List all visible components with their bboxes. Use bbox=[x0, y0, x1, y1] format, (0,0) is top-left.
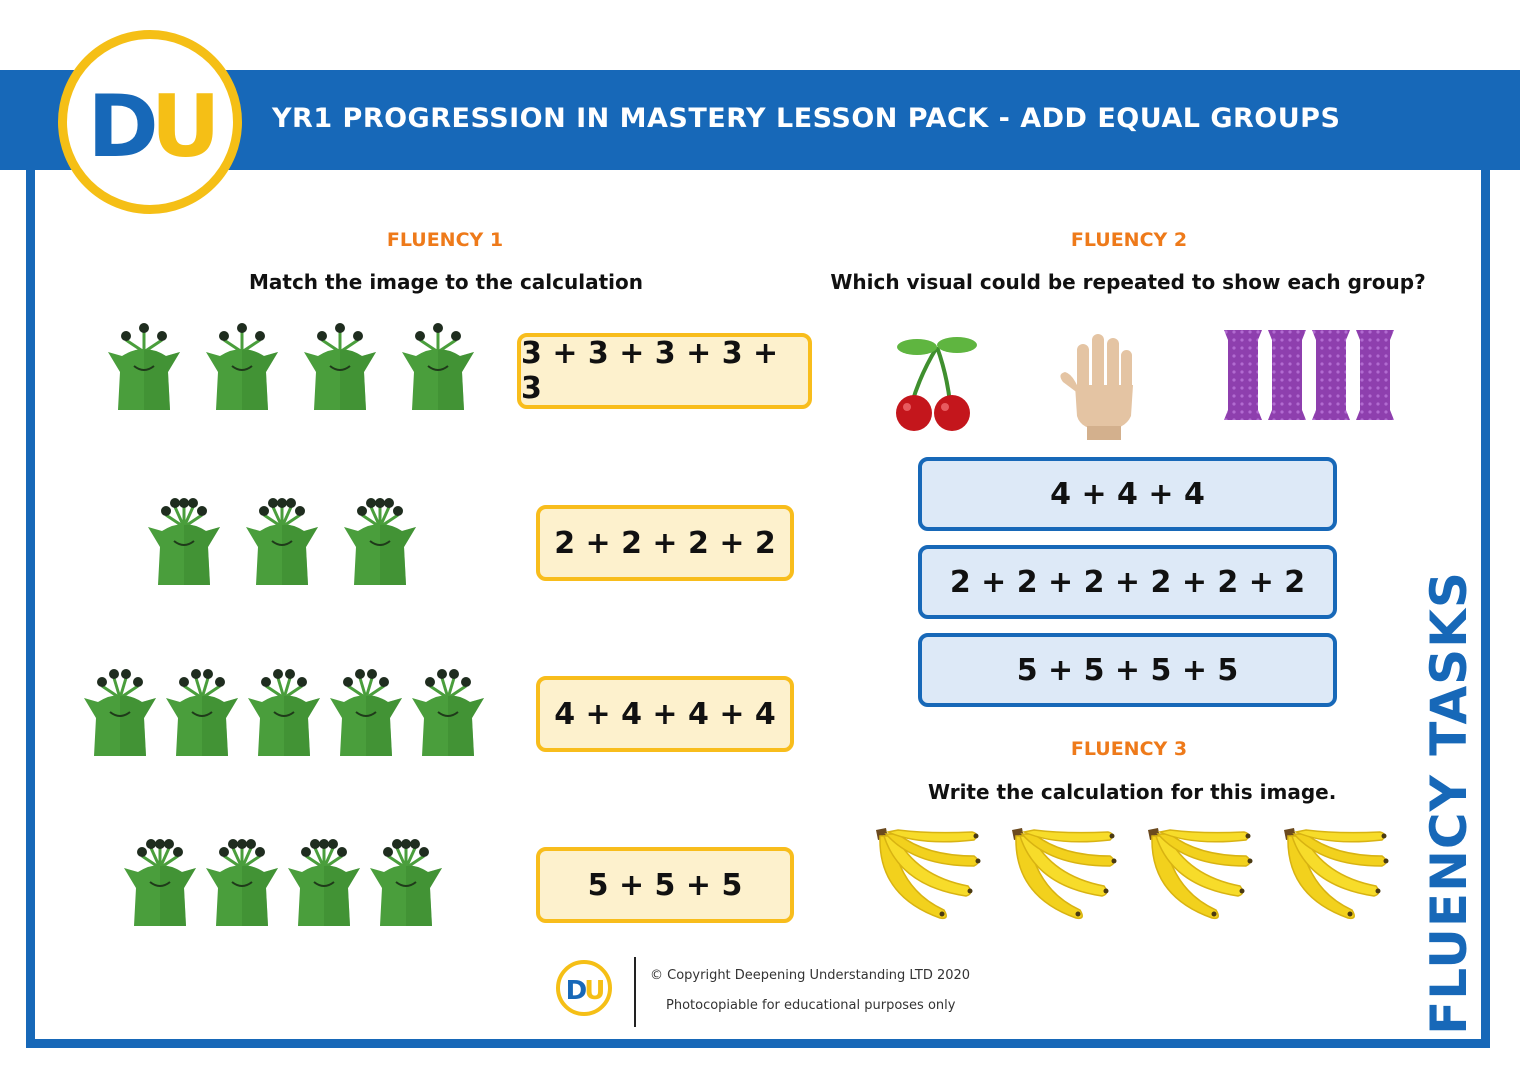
alien-icon bbox=[344, 498, 416, 585]
page-frame bbox=[26, 168, 1490, 1048]
fluency3-instruction: Write the calculation for this image. bbox=[928, 780, 1337, 804]
page-title: YR1 PROGRESSION IN MASTERY LESSON PACK -… bbox=[272, 103, 1341, 134]
alien-icon bbox=[166, 669, 238, 756]
sweets-icon bbox=[1224, 330, 1394, 420]
calc-option-3[interactable]: 5 + 5 + 5 + 5 bbox=[918, 633, 1337, 707]
banana-bunch-icon bbox=[1148, 828, 1253, 920]
fluency2-title: FLUENCY 2 bbox=[1070, 229, 1188, 251]
alien-icon bbox=[412, 669, 484, 756]
alien-icon bbox=[206, 323, 278, 410]
fluency1-instruction: Match the image to the calculation bbox=[248, 270, 643, 294]
calc-option-1[interactable]: 4 + 4 + 4 bbox=[918, 457, 1337, 531]
alien-icon bbox=[304, 323, 376, 410]
alien-icon bbox=[108, 323, 180, 410]
fluency3-title: FLUENCY 3 bbox=[1070, 738, 1188, 760]
calc-option-2[interactable]: 2 + 2 + 2 + 2 + 2 + 2 bbox=[918, 545, 1337, 619]
side-label: FLUENCY TASKS bbox=[1420, 570, 1478, 1035]
brand-logo: DU bbox=[58, 30, 242, 214]
fluency1-title: FLUENCY 1 bbox=[386, 229, 504, 251]
alien-icon bbox=[370, 839, 442, 926]
calc-card-3[interactable]: 4 + 4 + 4 + 4 bbox=[536, 676, 794, 752]
banana-bunch-icon bbox=[1012, 828, 1117, 920]
alien-icon bbox=[84, 669, 156, 756]
calc-card-4[interactable]: 5 + 5 + 5 bbox=[536, 847, 794, 923]
banana-bunch-icon bbox=[1284, 828, 1389, 920]
header-bar bbox=[0, 70, 1520, 170]
footer-copyright: © Copyright Deepening Understanding LTD … bbox=[650, 968, 971, 983]
calc-card-1[interactable]: 3 + 3 + 3 + 3 + 3 bbox=[517, 333, 812, 409]
alien-icon bbox=[402, 323, 474, 410]
alien-icon bbox=[288, 839, 360, 926]
footer-logo: DU bbox=[556, 960, 612, 1016]
alien-icon bbox=[330, 669, 402, 756]
hand-icon bbox=[1060, 334, 1133, 440]
footer-note: Photocopiable for educational purposes o… bbox=[666, 998, 956, 1013]
alien-icon bbox=[246, 498, 318, 585]
alien-icon bbox=[248, 669, 320, 756]
banana-bunch-icon bbox=[876, 828, 981, 920]
footer-divider bbox=[634, 957, 636, 1027]
calc-card-2[interactable]: 2 + 2 + 2 + 2 bbox=[536, 505, 794, 581]
alien-icon bbox=[124, 839, 196, 926]
fluency2-instruction: Which visual could be repeated to show e… bbox=[830, 270, 1426, 294]
cherries-icon bbox=[896, 337, 977, 431]
alien-icon bbox=[148, 498, 220, 585]
alien-icon bbox=[206, 839, 278, 926]
